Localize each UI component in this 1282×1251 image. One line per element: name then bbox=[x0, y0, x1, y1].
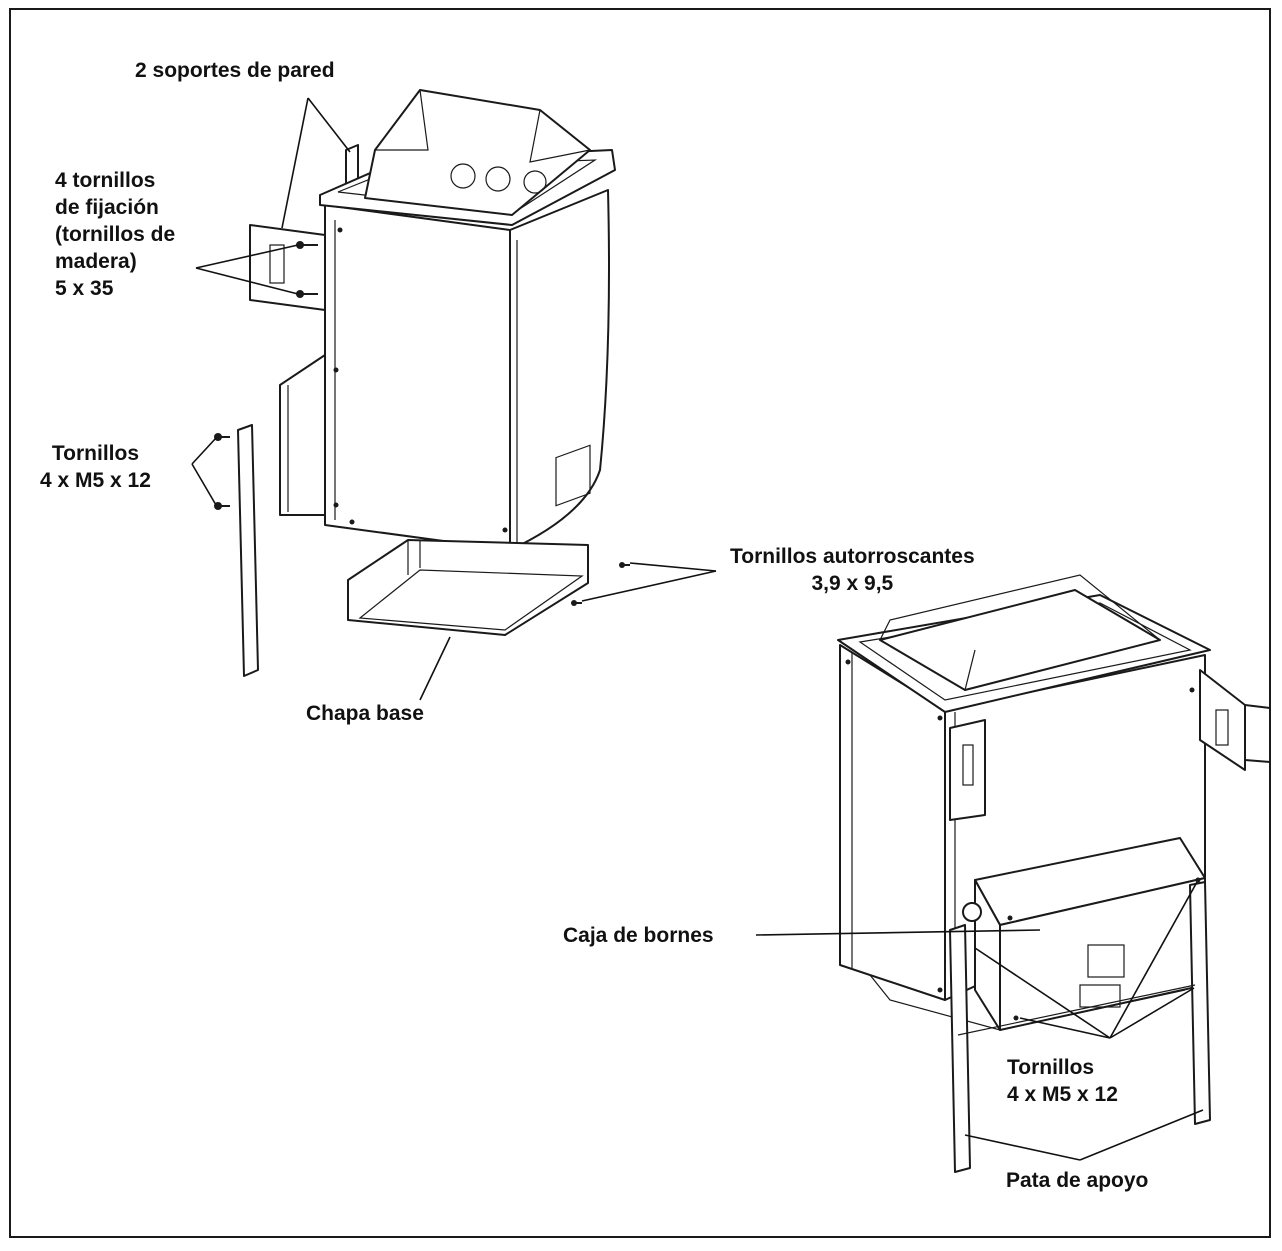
terminal-label-plate bbox=[1087, 944, 1125, 978]
label-self-tapping-screws: Tornillos autorroscantes 3,9 x 9,5 bbox=[730, 545, 975, 595]
label-screws-left: Tornillos 4 x M5 x 12 bbox=[40, 442, 151, 492]
base-plate bbox=[347, 539, 589, 636]
panel-screw bbox=[333, 367, 339, 373]
bracket-screw bbox=[1244, 759, 1271, 763]
loose-m5-screws bbox=[214, 433, 230, 510]
panel-screw bbox=[937, 987, 943, 993]
panel-screw bbox=[502, 527, 508, 533]
label-support-leg: Pata de apoyo bbox=[1006, 1169, 1149, 1192]
leader-lines bbox=[191, 97, 1204, 1161]
basket-inner-edge-right bbox=[529, 109, 591, 163]
right-heater bbox=[837, 574, 1271, 1173]
self-tapping-screws bbox=[571, 562, 630, 606]
right-support-leg-front bbox=[949, 924, 971, 1173]
panel-screw bbox=[337, 227, 343, 233]
label-screws-right: Tornillos 4 x M5 x 12 bbox=[1007, 1056, 1118, 1106]
left-terminal-box bbox=[279, 354, 326, 516]
leg-crossbar bbox=[957, 984, 1196, 1036]
label-terminal-box: Caja de bornes bbox=[563, 924, 714, 947]
basket-inner-edge bbox=[375, 89, 429, 151]
diagram-frame bbox=[9, 8, 1271, 1238]
right-basket-top bbox=[879, 574, 1161, 641]
right-base-plate bbox=[869, 974, 1186, 1031]
panel-screw bbox=[1189, 687, 1195, 693]
left-support-leg bbox=[237, 424, 259, 677]
strain-relief-clamp bbox=[1079, 984, 1121, 1008]
right-wall-bracket-front bbox=[949, 719, 986, 821]
side-vent bbox=[555, 444, 591, 507]
label-fixing-screws: 4 tornillos de fijación (tornillos de ma… bbox=[55, 169, 176, 300]
label-wall-brackets: 2 soportes de pared bbox=[135, 59, 335, 82]
heating-element bbox=[523, 170, 547, 194]
panel-screw bbox=[349, 519, 355, 525]
front-wall-bracket bbox=[249, 224, 326, 311]
cable-gland bbox=[962, 902, 982, 922]
base-plate-inner bbox=[358, 569, 584, 631]
bracket-slot bbox=[962, 744, 974, 786]
right-wall-bracket-back bbox=[1199, 669, 1246, 771]
box-screw bbox=[1195, 877, 1201, 883]
basket-corner bbox=[964, 649, 976, 691]
label-base-plate: Chapa base bbox=[306, 702, 424, 725]
left-heater-side-panel bbox=[509, 189, 610, 551]
panel-screw bbox=[937, 715, 943, 721]
box-screw bbox=[1007, 915, 1013, 921]
panel-screw bbox=[333, 502, 339, 508]
right-support-leg-back bbox=[1189, 881, 1211, 1125]
left-heater-front-panel bbox=[324, 204, 511, 551]
heating-element bbox=[485, 166, 511, 192]
heating-element bbox=[450, 163, 476, 189]
box-screw bbox=[1013, 1015, 1019, 1021]
bracket-slot bbox=[1215, 709, 1229, 746]
bracket-screw bbox=[1244, 704, 1271, 709]
left-heater bbox=[214, 89, 630, 677]
panel-screw bbox=[845, 659, 851, 665]
bracket-slot bbox=[269, 244, 285, 284]
